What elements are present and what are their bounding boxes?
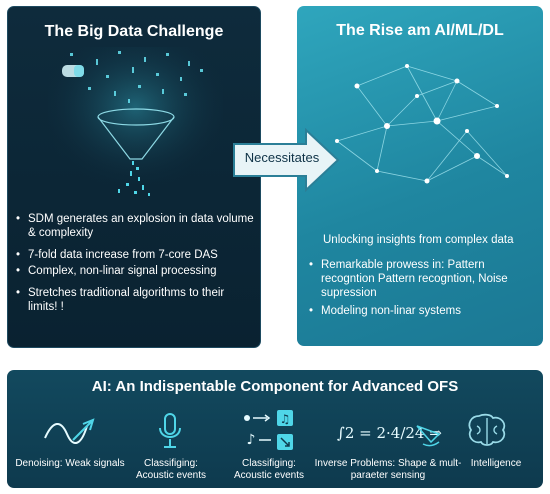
classifying-caption-1: Classifiging: Acoustic events: [135, 458, 207, 481]
svg-text:♫: ♫: [280, 412, 291, 426]
necessitates-label: Necessitates: [244, 150, 320, 165]
data-cylinder-icon: [62, 65, 84, 77]
ai-rise-subtitle: Unlocking insights from complex data: [323, 234, 514, 246]
ai-component-title: AI: An Indispentable Component for Advan…: [91, 378, 459, 395]
data-funnel-illustration: [48, 47, 223, 197]
microphone-icon: [159, 413, 181, 448]
wave-arrow-icon: [44, 418, 95, 444]
list-item: Complex, non-linar signal processing: [14, 264, 254, 278]
ai-rise-panel: The Rise am AI/ML/DL Unlocking insights …: [297, 6, 543, 346]
formula-text: ∫2 = 2·4/24 ⇒: [337, 424, 442, 442]
ai-component-panel: AI: An Indispentable Component for Advan…: [7, 370, 543, 488]
list-item: Stretches traditional algorithms to thei…: [14, 286, 254, 314]
big-data-bullets: SDM generates an explosion in data volum…: [14, 212, 254, 314]
inverse-problems-caption: Inverse Problems: Shape & mult-paraeter …: [314, 458, 462, 481]
svg-text:♪: ♪: [247, 432, 256, 448]
music-notes-icon: ♫ ♪: [244, 410, 293, 450]
big-data-panel: The Big Data Challenge: [7, 6, 261, 348]
denoising-caption: Denoising: Weak signals: [15, 458, 125, 469]
intelligence-caption: Intelligence: [470, 458, 522, 469]
neural-network-illustration: [335, 64, 509, 184]
list-item: 7-fold data increase from 7-core DAS: [14, 248, 254, 262]
list-item: Remarkable prowess in: Pattern recogntio…: [307, 258, 537, 300]
ai-rise-title: The Rise am AI/ML/DL: [336, 22, 504, 39]
list-item: Modeling non-linar systems: [307, 304, 537, 318]
formula-icon: ∫2 = 2·4/24 ⇒: [337, 424, 442, 447]
ai-rise-bullets: Remarkable prowess in: Pattern recogntio…: [307, 258, 537, 318]
necessitates-arrow: [233, 128, 340, 192]
list-item: SDM generates an explosion in data volum…: [14, 212, 254, 240]
brain-icon: [468, 413, 506, 446]
big-data-title: The Big Data Challenge: [44, 23, 224, 40]
classifying-caption-2: Classifiging: Acoustic events: [233, 458, 305, 481]
